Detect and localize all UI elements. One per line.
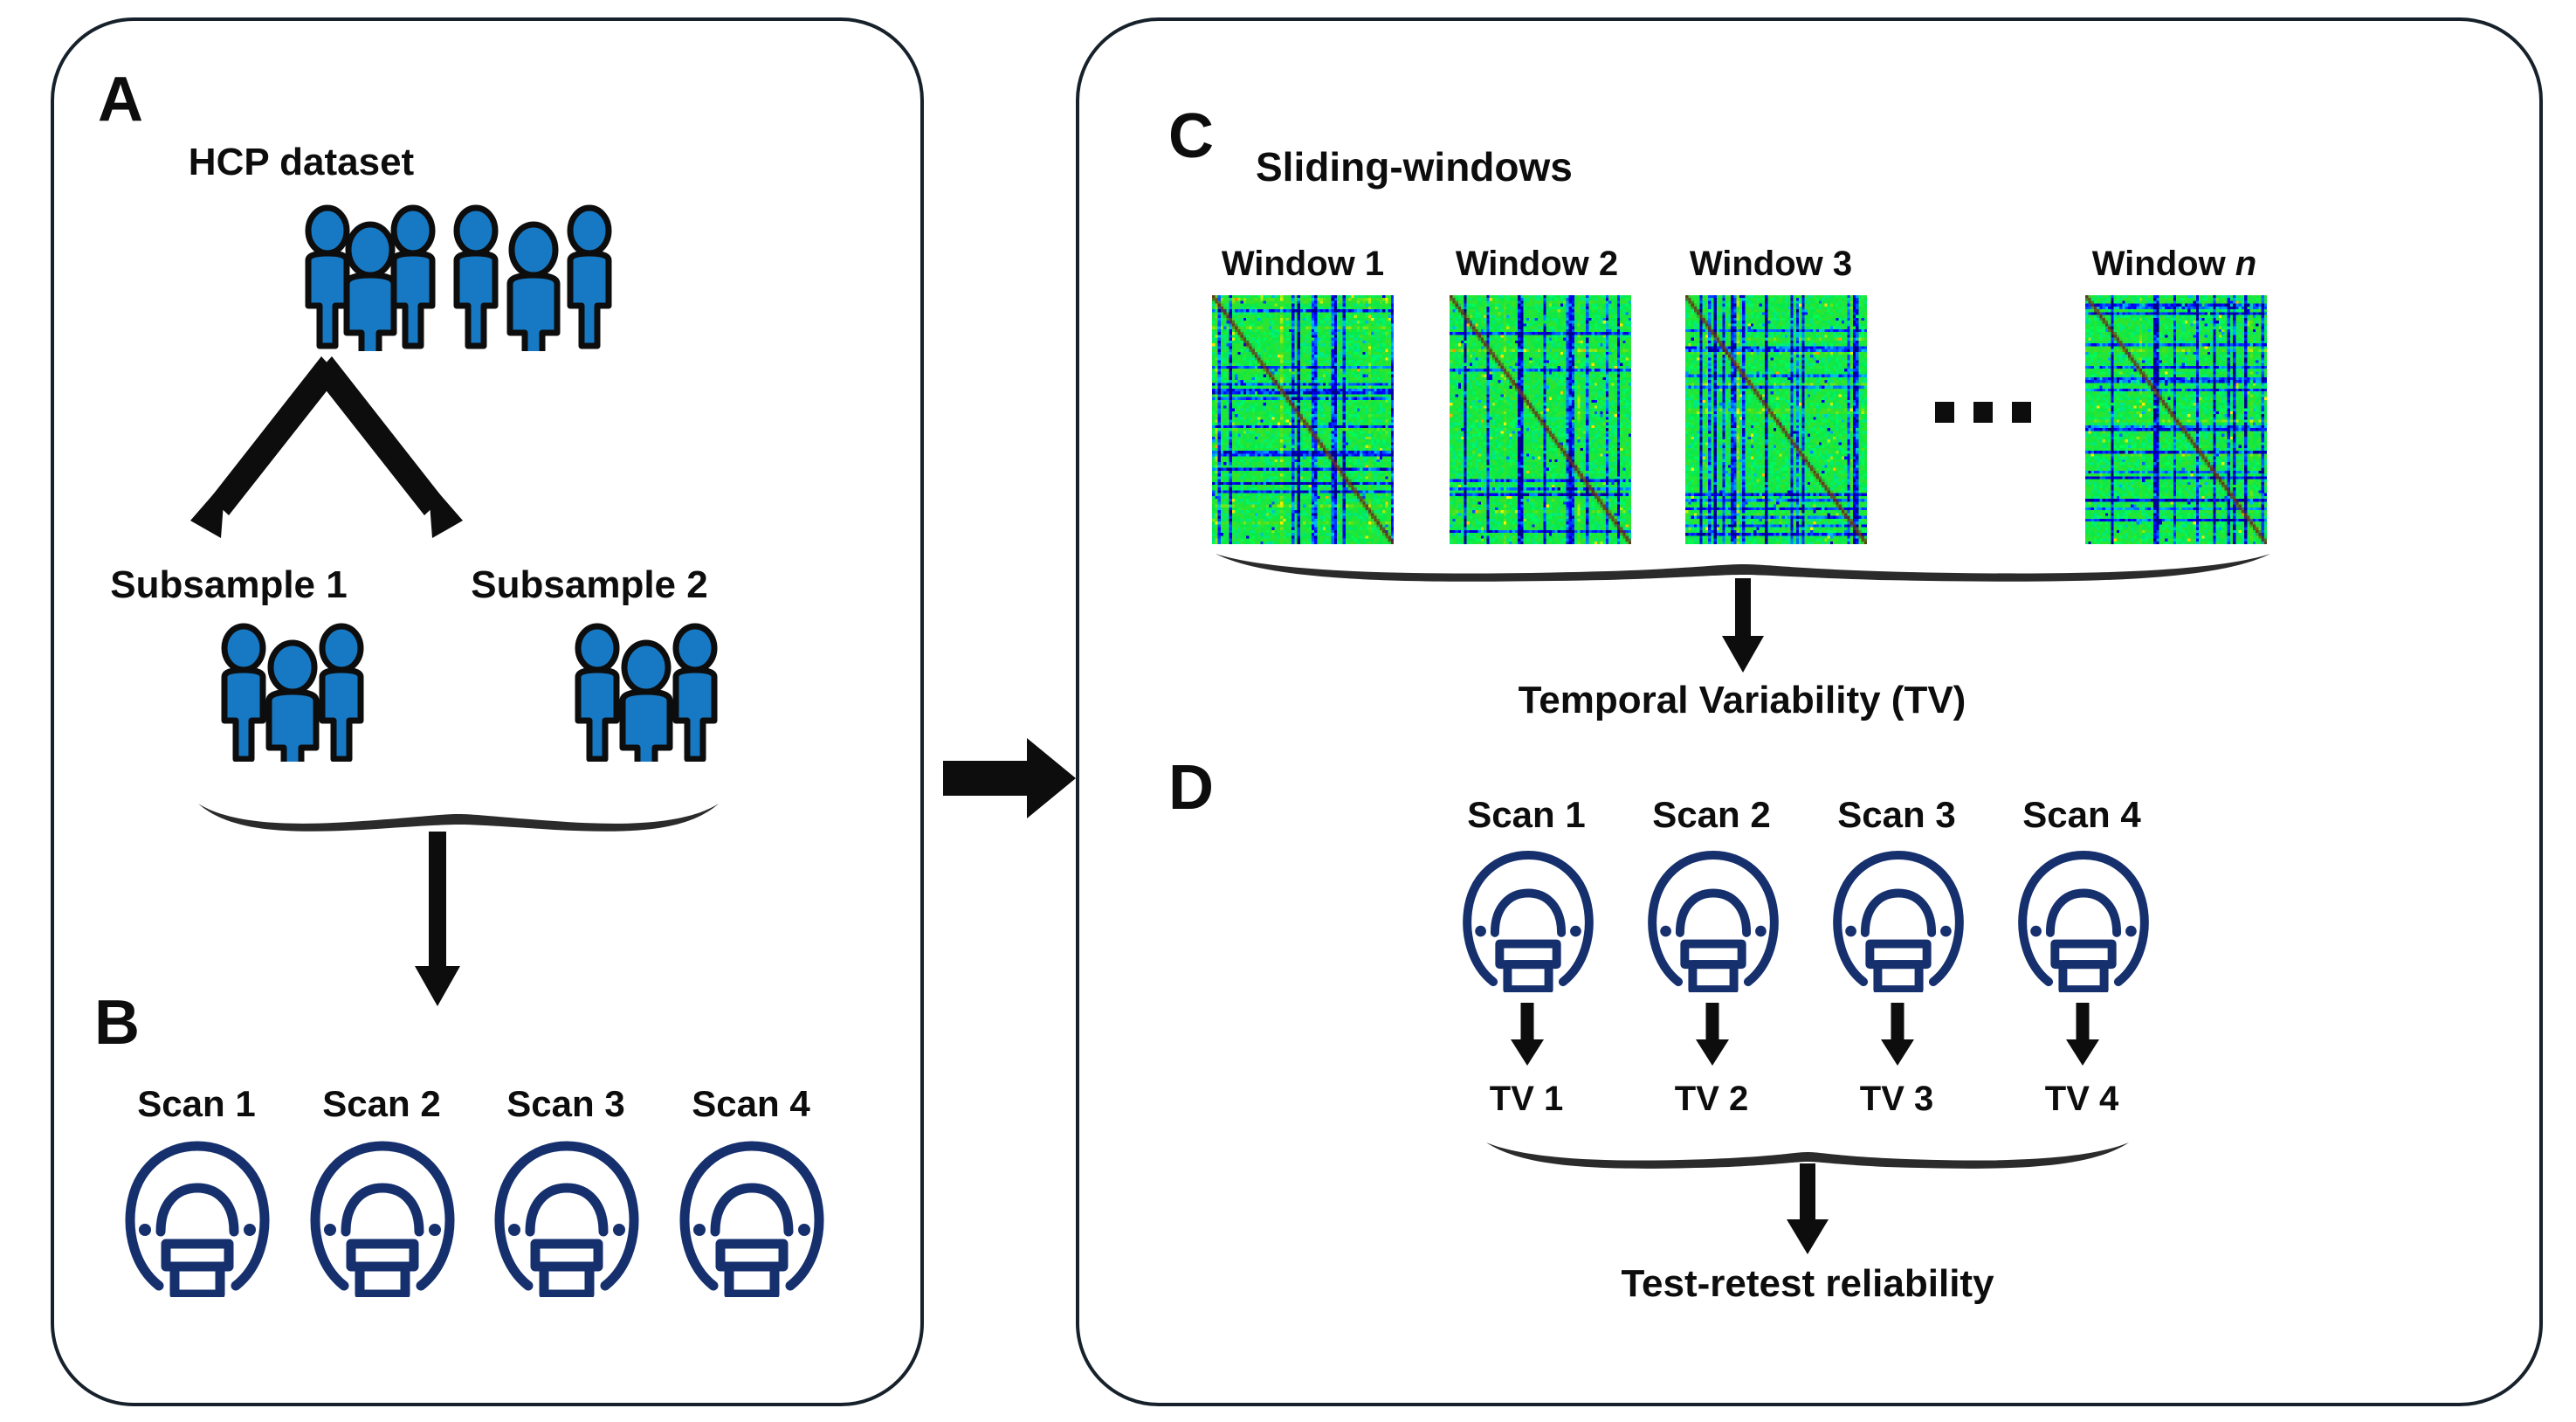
scan-1-to-tv-arrow	[1509, 1003, 1546, 1066]
panel-c-letter: C	[1168, 101, 1214, 171]
panel-d-mri-scanner-icon-1	[1460, 846, 1596, 992]
panels-connector-arrow	[943, 738, 1076, 818]
temporal-variability-label: Temporal Variability (TV)	[1518, 679, 1966, 721]
test-retest-reliability-label: Test-retest reliability	[1621, 1262, 1994, 1305]
panel-b-scan-3-label: Scan 3	[506, 1083, 625, 1124]
windows-merge-brace	[1214, 547, 2272, 589]
panel-b-scan-4-label: Scan 4	[692, 1083, 810, 1124]
panel-d-scan-2-label: Scan 2	[1652, 794, 1771, 835]
ellipsis-dot-2	[1973, 402, 1993, 423]
scan-2-to-tv-arrow	[1694, 1003, 1731, 1066]
ellipsis-dot-1	[1935, 402, 1954, 423]
window-n-index: n	[2235, 245, 2257, 283]
connectivity-matrix-window-3	[1685, 295, 1867, 544]
panel-b-mri-scanner-icon-1	[122, 1136, 272, 1297]
window-2-label: Window 2	[1455, 245, 1619, 283]
tv-merge-brace	[1484, 1136, 2131, 1174]
panel-d-letter: D	[1168, 753, 1214, 823]
connectivity-matrix-window-2	[1450, 295, 1631, 544]
windows-to-tv-arrow	[1722, 578, 1764, 673]
windows-ellipsis	[1935, 402, 2031, 423]
tv-to-reliability-arrow	[1787, 1163, 1829, 1254]
panel-d-scan-4-label: Scan 4	[2022, 794, 2141, 835]
panel-b-mri-scanner-icon-4	[677, 1136, 827, 1297]
tv-2-label: TV 2	[1674, 1080, 1749, 1118]
hcp-dataset-people-icon	[301, 203, 616, 351]
scan-3-to-tv-arrow	[1879, 1003, 1916, 1066]
subsample-to-scans-arrow	[415, 832, 460, 1006]
subsample-merge-brace	[196, 795, 720, 840]
window-3-label: Window 3	[1689, 245, 1853, 283]
subsample-2-people-icon	[568, 622, 725, 762]
connectivity-matrix-window-1	[1212, 295, 1394, 544]
panel-d-mri-scanner-icon-4	[2015, 846, 2152, 992]
panel-b-letter: B	[94, 988, 140, 1058]
panel-b-scan-1-label: Scan 1	[137, 1083, 256, 1124]
tv-3-label: TV 3	[1859, 1080, 1934, 1118]
panel-d-scan-1-label: Scan 1	[1467, 794, 1586, 835]
ellipsis-dot-3	[2012, 402, 2031, 423]
sliding-windows-title: Sliding-windows	[1256, 144, 1573, 190]
window-n-prefix: Window	[2091, 245, 2235, 283]
panel-d-scan-3-label: Scan 3	[1837, 794, 1956, 835]
panel-d-mri-scanner-icon-3	[1830, 846, 1966, 992]
panel-b-scan-2-label: Scan 2	[322, 1083, 441, 1124]
panel-b-mri-scanner-icon-3	[492, 1136, 642, 1297]
tv-4-label: TV 4	[2044, 1080, 2119, 1118]
subsample-1-label: Subsample 1	[110, 563, 348, 606]
subsample-1-people-icon	[214, 622, 371, 762]
panel-d-mri-scanner-icon-2	[1645, 846, 1781, 992]
tv-1-label: TV 1	[1489, 1080, 1564, 1118]
subsample-2-label: Subsample 2	[471, 563, 708, 606]
connectivity-matrix-window-n	[2085, 295, 2267, 544]
hcp-dataset-label: HCP dataset	[188, 141, 415, 183]
window-n-label: Window n	[2092, 246, 2256, 281]
scan-4-to-tv-arrow	[2064, 1003, 2101, 1066]
panel-a-letter: A	[98, 65, 143, 135]
panel-b-mri-scanner-icon-2	[307, 1136, 458, 1297]
window-1-label: Window 1	[1221, 245, 1385, 283]
subsample-split-arrows	[122, 349, 524, 559]
